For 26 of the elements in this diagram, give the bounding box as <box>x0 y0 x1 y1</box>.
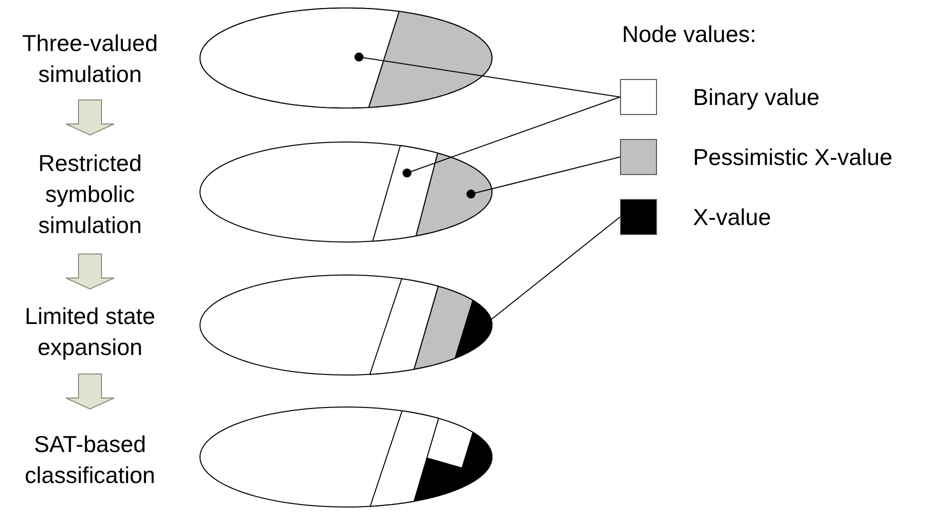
block-arrow <box>66 100 114 136</box>
step-label: Restricted symbolic simulation <box>37 149 143 240</box>
shaded-region <box>413 286 474 370</box>
block-arrow <box>66 374 114 410</box>
step-label: SAT-based classification <box>24 430 156 490</box>
swatch-label: X-value <box>693 203 771 231</box>
stripe-region <box>372 145 438 242</box>
leader-line <box>402 96 620 178</box>
swatch-label: Pessimistic X-value <box>693 143 892 171</box>
region <box>200 8 400 108</box>
shaded-region <box>413 432 492 502</box>
shaded-region <box>415 152 492 237</box>
step-label: Limited state expansion <box>24 302 156 362</box>
legend-swatch <box>620 199 657 235</box>
shaded-region <box>368 10 492 108</box>
stripe-region <box>370 410 440 507</box>
legend-swatch <box>620 79 657 115</box>
block-arrow <box>66 254 114 290</box>
step-label: Three-valued simulation <box>21 29 159 89</box>
swatch-label: Binary value <box>693 83 820 111</box>
leader-line <box>466 156 620 198</box>
legend-swatch <box>620 139 657 175</box>
stripe-region <box>369 278 439 375</box>
leader-line <box>354 52 620 98</box>
shaded-region <box>454 300 492 360</box>
legend-title: Node values: <box>622 20 756 48</box>
